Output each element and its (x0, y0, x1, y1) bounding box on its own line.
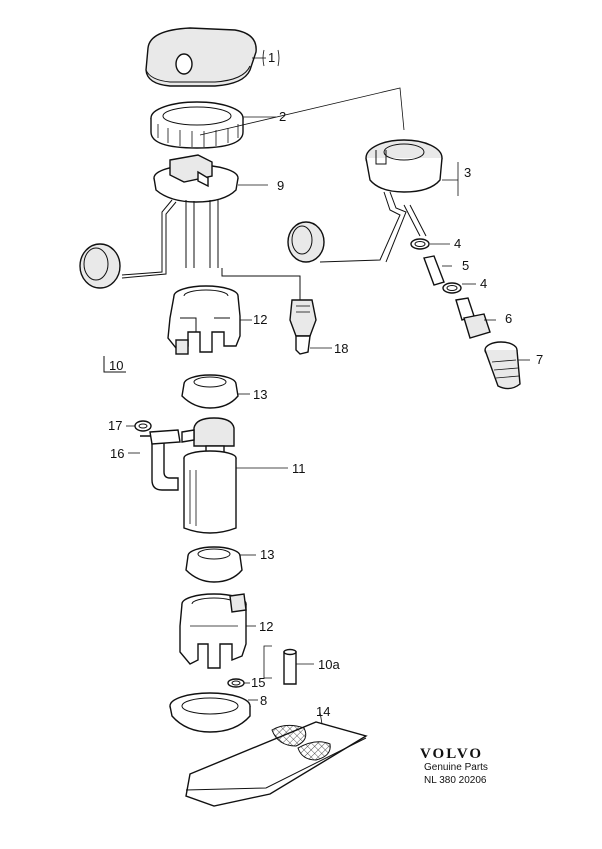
callout-10: 10 (109, 358, 123, 373)
part-10-bracket (103, 356, 126, 373)
callout-4-upper: 4 (454, 236, 461, 251)
callout-2: 2 (279, 109, 286, 124)
callout-6: 6 (505, 311, 512, 326)
callout-13-lower: 13 (260, 547, 274, 562)
callout-9: 9 (277, 178, 284, 193)
part-17-clip (134, 420, 152, 432)
part-3-aux-sender (287, 139, 443, 263)
part-18-connector (221, 268, 317, 355)
callout-14: 14 (316, 704, 330, 719)
part-15-clip (227, 678, 245, 688)
callout-4-lower: 4 (480, 276, 487, 291)
callout-12-upper: 12 (253, 312, 267, 327)
part-11-fuel-pump (181, 417, 237, 534)
callout-12-lower: 12 (259, 619, 273, 634)
callout-1: 1 (268, 50, 275, 65)
brand-logo-volvo: VOLVO (420, 746, 483, 762)
part-16-hose (140, 429, 181, 491)
part-13-seal-upper (181, 374, 239, 409)
part-6-fitting (455, 297, 491, 339)
part-2-lock-ring (150, 101, 244, 149)
part-13-seal-lower (185, 546, 243, 583)
part-4-clamp-upper (410, 238, 430, 250)
part-10a-tube (263, 645, 297, 685)
diagram-reference-number: NL 380 20206 (424, 775, 487, 786)
part-1-cover (145, 27, 257, 87)
callout-13-upper: 13 (253, 387, 267, 402)
callout-8: 8 (260, 693, 267, 708)
part-9-sender-flange (79, 154, 239, 289)
part-8-gasket (169, 692, 251, 733)
part-14-filter-sock (185, 721, 368, 807)
callout-18: 18 (334, 341, 348, 356)
brand-block: VOLVO Genuine Parts NL 380 20206 (420, 746, 488, 786)
part-4-clamp-lower (442, 282, 462, 294)
callout-3: 3 (464, 165, 471, 180)
part-5-hose (423, 255, 445, 286)
callout-16: 16 (110, 446, 124, 461)
part-7-filter (484, 341, 521, 390)
callout-15: 15 (251, 675, 265, 690)
callout-10a: 10a (318, 657, 340, 672)
callout-11: 11 (292, 461, 306, 476)
callout-labels: 1 2 3 9 4 5 4 6 7 12 18 10 13 17 16 11 1… (108, 49, 543, 719)
brand-tagline: Genuine Parts (424, 762, 488, 773)
callout-5: 5 (462, 258, 469, 273)
callout-17: 17 (108, 418, 122, 433)
callout-7: 7 (536, 352, 543, 367)
part-12-holder-lower (179, 593, 247, 669)
part-12-holder-upper (167, 285, 241, 355)
